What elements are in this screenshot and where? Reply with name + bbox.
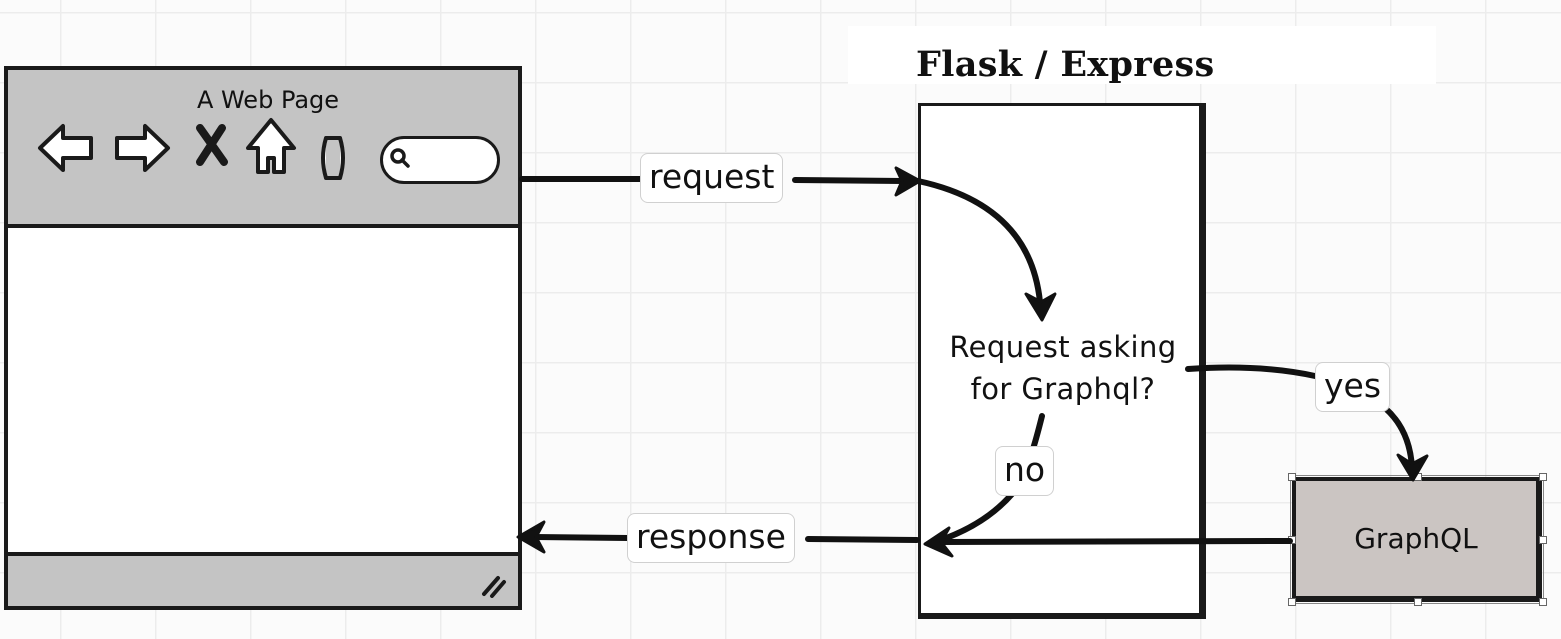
resize-grip-icon (482, 576, 506, 598)
decision-text: Request asking for Graphql? (918, 326, 1208, 410)
browser-statusbar (8, 552, 518, 606)
selection-handle (1414, 598, 1422, 606)
yes-arrow (1185, 364, 1415, 471)
selection-handle (1539, 473, 1547, 481)
request-arrowhead (894, 166, 922, 197)
request-label: request (640, 153, 784, 203)
to-decision-arrow (915, 178, 1043, 305)
title-background (848, 26, 1436, 84)
stop-icon (196, 124, 228, 166)
bookmark-icon (321, 136, 345, 180)
response-label: response (627, 513, 795, 563)
selection-handle (1288, 598, 1296, 606)
decision-line-1: Request asking (949, 330, 1177, 364)
server-title: Flask / Express (916, 44, 1215, 85)
decision-line-2: for Graphql? (970, 372, 1156, 406)
back-arrow-icon (38, 124, 93, 172)
decision-arrowhead (1024, 292, 1057, 322)
search-field (380, 136, 500, 184)
graphql-label: GraphQL (1354, 522, 1478, 555)
no-arrowhead (923, 526, 954, 558)
forward-arrow-icon (115, 124, 170, 172)
selection-handle (1539, 598, 1547, 606)
search-icon (390, 148, 410, 168)
browser-title: A Web Page (196, 86, 340, 114)
home-icon (246, 118, 296, 174)
yes-arrowhead (1396, 453, 1429, 482)
selection-handle (1539, 536, 1547, 544)
browser-toolbar: A Web Page (8, 70, 518, 228)
selection-handle (1288, 473, 1296, 481)
yes-label: yes (1315, 362, 1391, 412)
response-arrow (531, 534, 920, 543)
server-box (918, 103, 1206, 619)
request-arrow (519, 176, 907, 184)
response-arrowhead (516, 520, 546, 554)
browser-window: A Web Page (4, 66, 522, 610)
graphql-to-server-line (935, 538, 1293, 545)
no-label: no (995, 446, 1055, 496)
